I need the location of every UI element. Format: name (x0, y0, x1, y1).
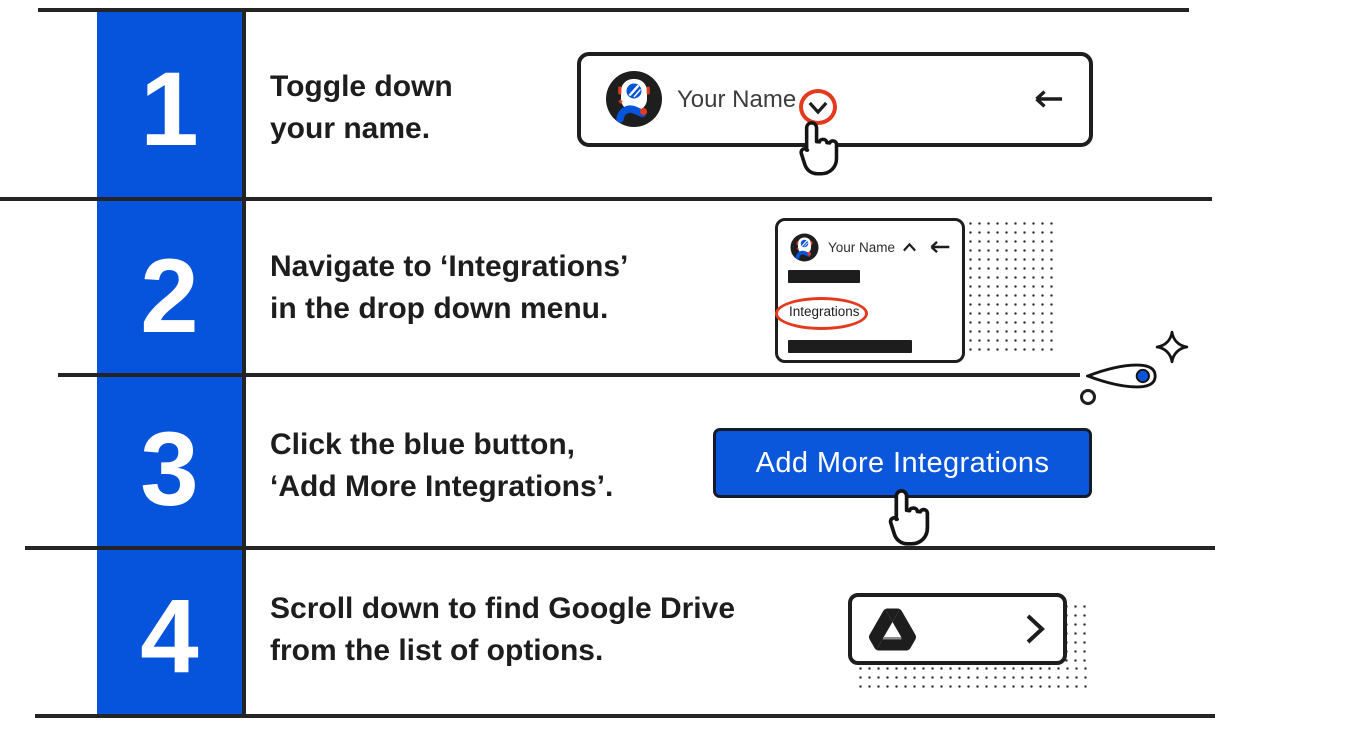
step-2-number: 2 (140, 238, 199, 355)
step-number-column (97, 10, 242, 716)
pointer-hand-cursor-step3 (888, 489, 930, 546)
step-2-line-1: Navigate to ‘Integrations’ (270, 250, 629, 283)
bottom-rule (35, 714, 1215, 718)
column-divider-line (242, 10, 246, 716)
step-4-line-1: Scroll down to find Google Drive (270, 592, 736, 625)
step-1-number: 1 (140, 51, 199, 168)
integrations-menu-item[interactable]: Integrations (789, 304, 860, 319)
divider-step2-step3 (58, 373, 1080, 377)
dropdown-header: Your Name (790, 230, 950, 264)
step-2-instruction: Navigate to ‘Integrations’ in the drop d… (270, 246, 628, 330)
user-name-label-small: Your Name (828, 239, 896, 255)
small-circle-decoration (1080, 389, 1096, 405)
halftone-dots-pattern (966, 219, 1058, 357)
comet-decoration (1086, 363, 1157, 389)
step-3-line-1: Click the blue button, (270, 428, 575, 461)
step-4-number: 4 (140, 578, 199, 695)
step-4-instruction: Scroll down to find Google Drive from th… (270, 588, 735, 672)
top-rule (38, 8, 1189, 12)
step-1-line-2: your name. (270, 112, 431, 145)
step-2-line-2: in the drop down menu. (270, 292, 609, 325)
halftone-dots-pattern-bottom (856, 664, 1088, 691)
dropdown-menu-card: Your Name Integrations (775, 218, 965, 363)
step-3-number: 3 (140, 411, 199, 528)
google-drive-icon (869, 608, 916, 651)
red-highlight-circle (799, 89, 837, 125)
step-3-instruction: Click the blue button, ‘Add More Integra… (270, 424, 613, 508)
pointer-hand-cursor-step1 (799, 121, 839, 176)
divider-step1-step2 (0, 197, 1212, 201)
step-1-line-1: Toggle down (270, 70, 453, 103)
back-arrow-icon-small[interactable] (929, 240, 950, 254)
step-1-instruction: Toggle down your name. (270, 66, 453, 150)
add-more-integrations-button[interactable]: Add More Integrations (713, 428, 1092, 498)
red-highlight-oval (775, 297, 868, 330)
step-3-line-2: ‘Add More Integrations’. (270, 470, 614, 503)
back-arrow-icon[interactable] (1033, 89, 1063, 109)
menu-item-placeholder-2[interactable] (788, 340, 912, 353)
menu-item-placeholder-1[interactable] (788, 270, 860, 283)
profile-bar-card: Your Name (577, 52, 1093, 147)
user-avatar (605, 70, 663, 128)
chevron-right-icon[interactable] (1024, 613, 1046, 645)
user-name-label: Your Name (677, 86, 797, 113)
google-drive-list-item[interactable] (848, 593, 1067, 665)
sparkle-icon (1155, 330, 1189, 364)
add-more-integrations-label: Add More Integrations (755, 446, 1050, 479)
step-4-line-2: from the list of options. (270, 634, 604, 667)
user-avatar-small (790, 233, 819, 262)
chevron-up-icon[interactable] (902, 242, 917, 253)
chevron-down-icon[interactable] (807, 100, 829, 115)
divider-step3-step4 (25, 546, 1215, 550)
